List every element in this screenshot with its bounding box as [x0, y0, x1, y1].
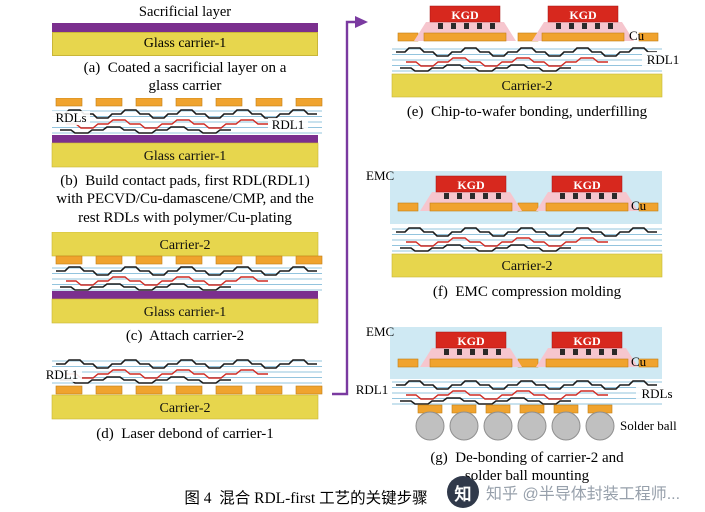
rdl1-label: RDL1 — [647, 52, 680, 67]
panel-g-diagram: EMC Cu RDL1 RDLs Solder ball — [352, 324, 678, 441]
rdl1-label-bg — [352, 382, 392, 397]
watermark: 知 知乎 @半导体封装工程师... — [447, 476, 680, 508]
rdl1-label: RDL1 — [272, 117, 305, 132]
cu-label: Cu — [631, 354, 647, 369]
rdl1-label-bg — [42, 368, 82, 382]
solder-ball — [585, 411, 615, 441]
rdls-label-bg — [52, 111, 90, 125]
rdl1-label-bg — [642, 52, 684, 67]
glass-carrier1-label: Glass carrier-1 — [144, 149, 227, 164]
panel-d: RDL1 Carrier-2 (d) Laser debond of carri… — [30, 354, 340, 443]
caption-e: (e) Chip-to-wafer bonding, underfilling — [406, 104, 648, 120]
sacrificial-layer-bar — [52, 23, 318, 32]
glass-carrier1-bar — [51, 298, 319, 324]
panel-g: EMC Cu RDL1 RDLs Solder ball (g) De-bond… — [352, 322, 702, 486]
carrier2-label: Carrier-2 — [159, 238, 210, 253]
solder-ball — [517, 411, 547, 441]
field-pad — [397, 202, 419, 212]
contact-pads-row — [55, 385, 323, 395]
panel-b: RDLs RDL1 Glass carrier-1 (b) Build cont… — [30, 98, 340, 227]
panel-c: Carrier-2 Glass carrier-1 (c) Attach car… — [30, 232, 340, 345]
solder-ball — [483, 411, 513, 441]
rdl-trace-stack — [391, 47, 663, 72]
panel-f-diagram: EMC Cu Carrier-2 — [366, 168, 663, 278]
field-pad — [638, 202, 659, 212]
solder-ball — [415, 411, 445, 441]
solder-ball-label: Solder ball — [620, 418, 677, 433]
rdl-trace-stack — [51, 359, 323, 384]
cu-label: Cu — [631, 198, 647, 213]
rdl1-label-bg — [268, 118, 308, 132]
contact-pads-row — [55, 98, 323, 107]
rdls-label: RDLs — [641, 386, 672, 401]
cu-label: Cu — [629, 28, 645, 43]
watermark-text: 知乎 @半导体封装工程师... — [486, 486, 681, 503]
field-pad — [638, 358, 659, 368]
kgd-chip — [413, 5, 517, 42]
caption-f: (f) EMC compression molding — [432, 284, 622, 300]
sacrificial-layer-label: Sacrificial layer — [138, 4, 232, 20]
glass-carrier1-label: Glass carrier-1 — [144, 305, 227, 320]
solder-ball — [551, 411, 581, 441]
kgd-chip — [531, 5, 635, 42]
rdl-trace-stack — [51, 266, 323, 291]
panel-b-diagram: RDLs RDL1 Glass carrier-1 — [51, 98, 323, 168]
rdl-trace-stack — [391, 380, 663, 405]
solder-ball — [449, 411, 479, 441]
carrier2-label: Carrier-2 — [159, 401, 210, 416]
caption-a: (a) Coated a sacrificial layer on a glas… — [83, 60, 287, 95]
caption-b: (b) Build contact pads, first RDL(RDL1) … — [56, 173, 314, 226]
panel-e: Cu RDL1 Carrier-2 (e) Chip-to-wafer bond… — [352, 4, 702, 121]
rdls-label: RDLs — [55, 110, 86, 125]
glass-carrier1-label: Glass carrier-1 — [143, 36, 227, 51]
carrier2-label: Carrier-2 — [501, 259, 552, 274]
panel-e-diagram: Cu RDL1 Carrier-2 — [391, 5, 684, 98]
carrier2-bar — [51, 232, 319, 257]
panel-a: Sacrificial layer Glass carrier-1 (a) Co… — [30, 4, 340, 96]
carrier2-label: Carrier-2 — [501, 79, 552, 94]
panel-f: EMC Cu Carrier-2 (f) EMC compression mol… — [352, 164, 702, 301]
emc-label: EMC — [366, 324, 394, 339]
sacrificial-layer-bar — [52, 291, 318, 299]
carrier2-bar — [51, 394, 319, 420]
field-pad — [397, 358, 419, 368]
glass-carrier1-bar — [51, 142, 319, 168]
carrier2-bar — [391, 253, 663, 278]
sacrificial-layer-bar — [52, 135, 318, 143]
emc-label: EMC — [366, 168, 394, 183]
panel-d-diagram: RDL1 Carrier-2 — [42, 359, 323, 420]
rdl-trace-stack — [391, 227, 663, 252]
caption-c: (c) Attach carrier-2 — [125, 328, 245, 344]
rdls-label-bg — [636, 386, 678, 401]
panel-c-diagram: Carrier-2 Glass carrier-1 — [51, 232, 323, 324]
rdl1-label: RDL1 — [46, 367, 79, 382]
glass-carrier1-bar: Glass carrier-1 — [52, 32, 318, 56]
rdl1-label: RDL1 — [356, 382, 389, 397]
figure-caption: 图 4 混合 RDL-first 工艺的关键步骤 — [184, 490, 428, 507]
caption-d: (d) Laser debond of carrier-1 — [96, 426, 274, 442]
field-pad — [638, 32, 659, 42]
carrier2-bar — [391, 73, 663, 98]
contact-pads-row — [55, 255, 323, 265]
zhihu-logo-icon: 知 — [447, 476, 479, 508]
